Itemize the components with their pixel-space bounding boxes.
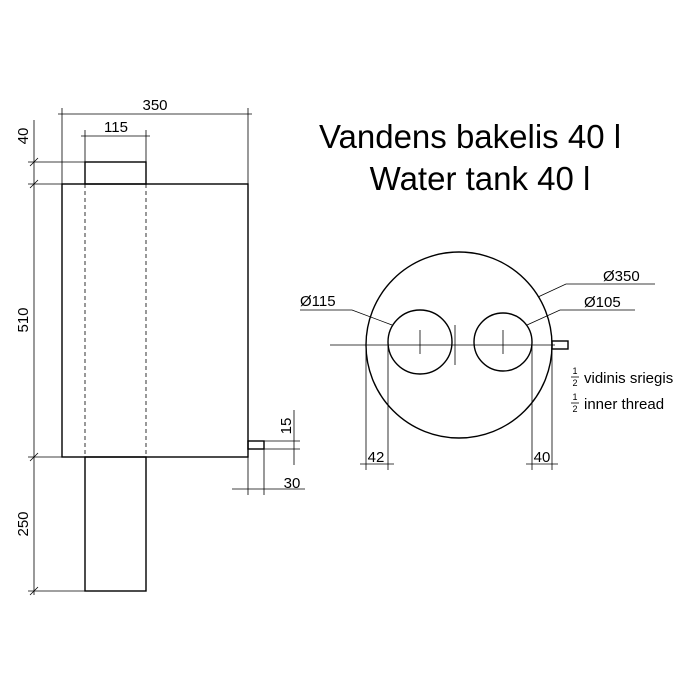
pipe-top-stub [84,161,147,185]
leader-outer [537,283,655,298]
thread-frac-den-1: 2 [572,378,577,388]
dim-width-label: 350 [142,97,167,114]
tank-body [61,183,249,458]
pipe-circle [387,309,453,375]
dim-left-offset-label: 42 [368,449,385,466]
dim-body-height-label: 510 [15,307,32,332]
dim-pipe-width: 115 [81,119,150,162]
thread-note-en: inner thread [584,396,664,413]
pipe-bottom [84,456,147,592]
thread-note-lt: vidinis sriegis [584,370,673,387]
side-view: 350 115 40 510 250 [15,97,305,596]
dim-vertical-chain: 40 510 250 [15,120,85,596]
dim-right-offset-label: 40 [534,449,551,466]
top-view: Ø350 Ø105 Ø115 42 40 [300,251,655,470]
dim-fitting-length-label: 30 [284,475,301,492]
dim-outlet-diameter-label: Ø105 [584,294,621,311]
dim-width: 350 [58,97,252,184]
dim-fitting: 15 30 [232,410,305,495]
outlet-circle [473,312,533,372]
title-lt: Vandens bakelis 40 l [319,118,621,155]
dim-pipe-width-label: 115 [104,119,128,136]
thread-frac-den-2: 2 [572,404,577,414]
thread-frac-num-2: 1 [572,392,577,402]
thread-frac-num-1: 1 [572,366,577,376]
title-en: Water tank 40 l [370,160,591,197]
dim-pipe-diameter-label: Ø115 [300,293,336,310]
thread-note: 1 2 vidinis sriegis 1 2 inner thread [571,366,673,414]
leader-outlet [526,309,635,326]
dim-pipe-top-label: 40 [15,128,32,145]
leader-pipe [300,309,393,326]
dim-pipe-bottom-label: 250 [15,511,32,536]
dim-outer-diameter-label: Ø350 [603,268,640,285]
dim-fitting-height-label: 15 [278,418,295,435]
side-fitting [247,440,265,450]
